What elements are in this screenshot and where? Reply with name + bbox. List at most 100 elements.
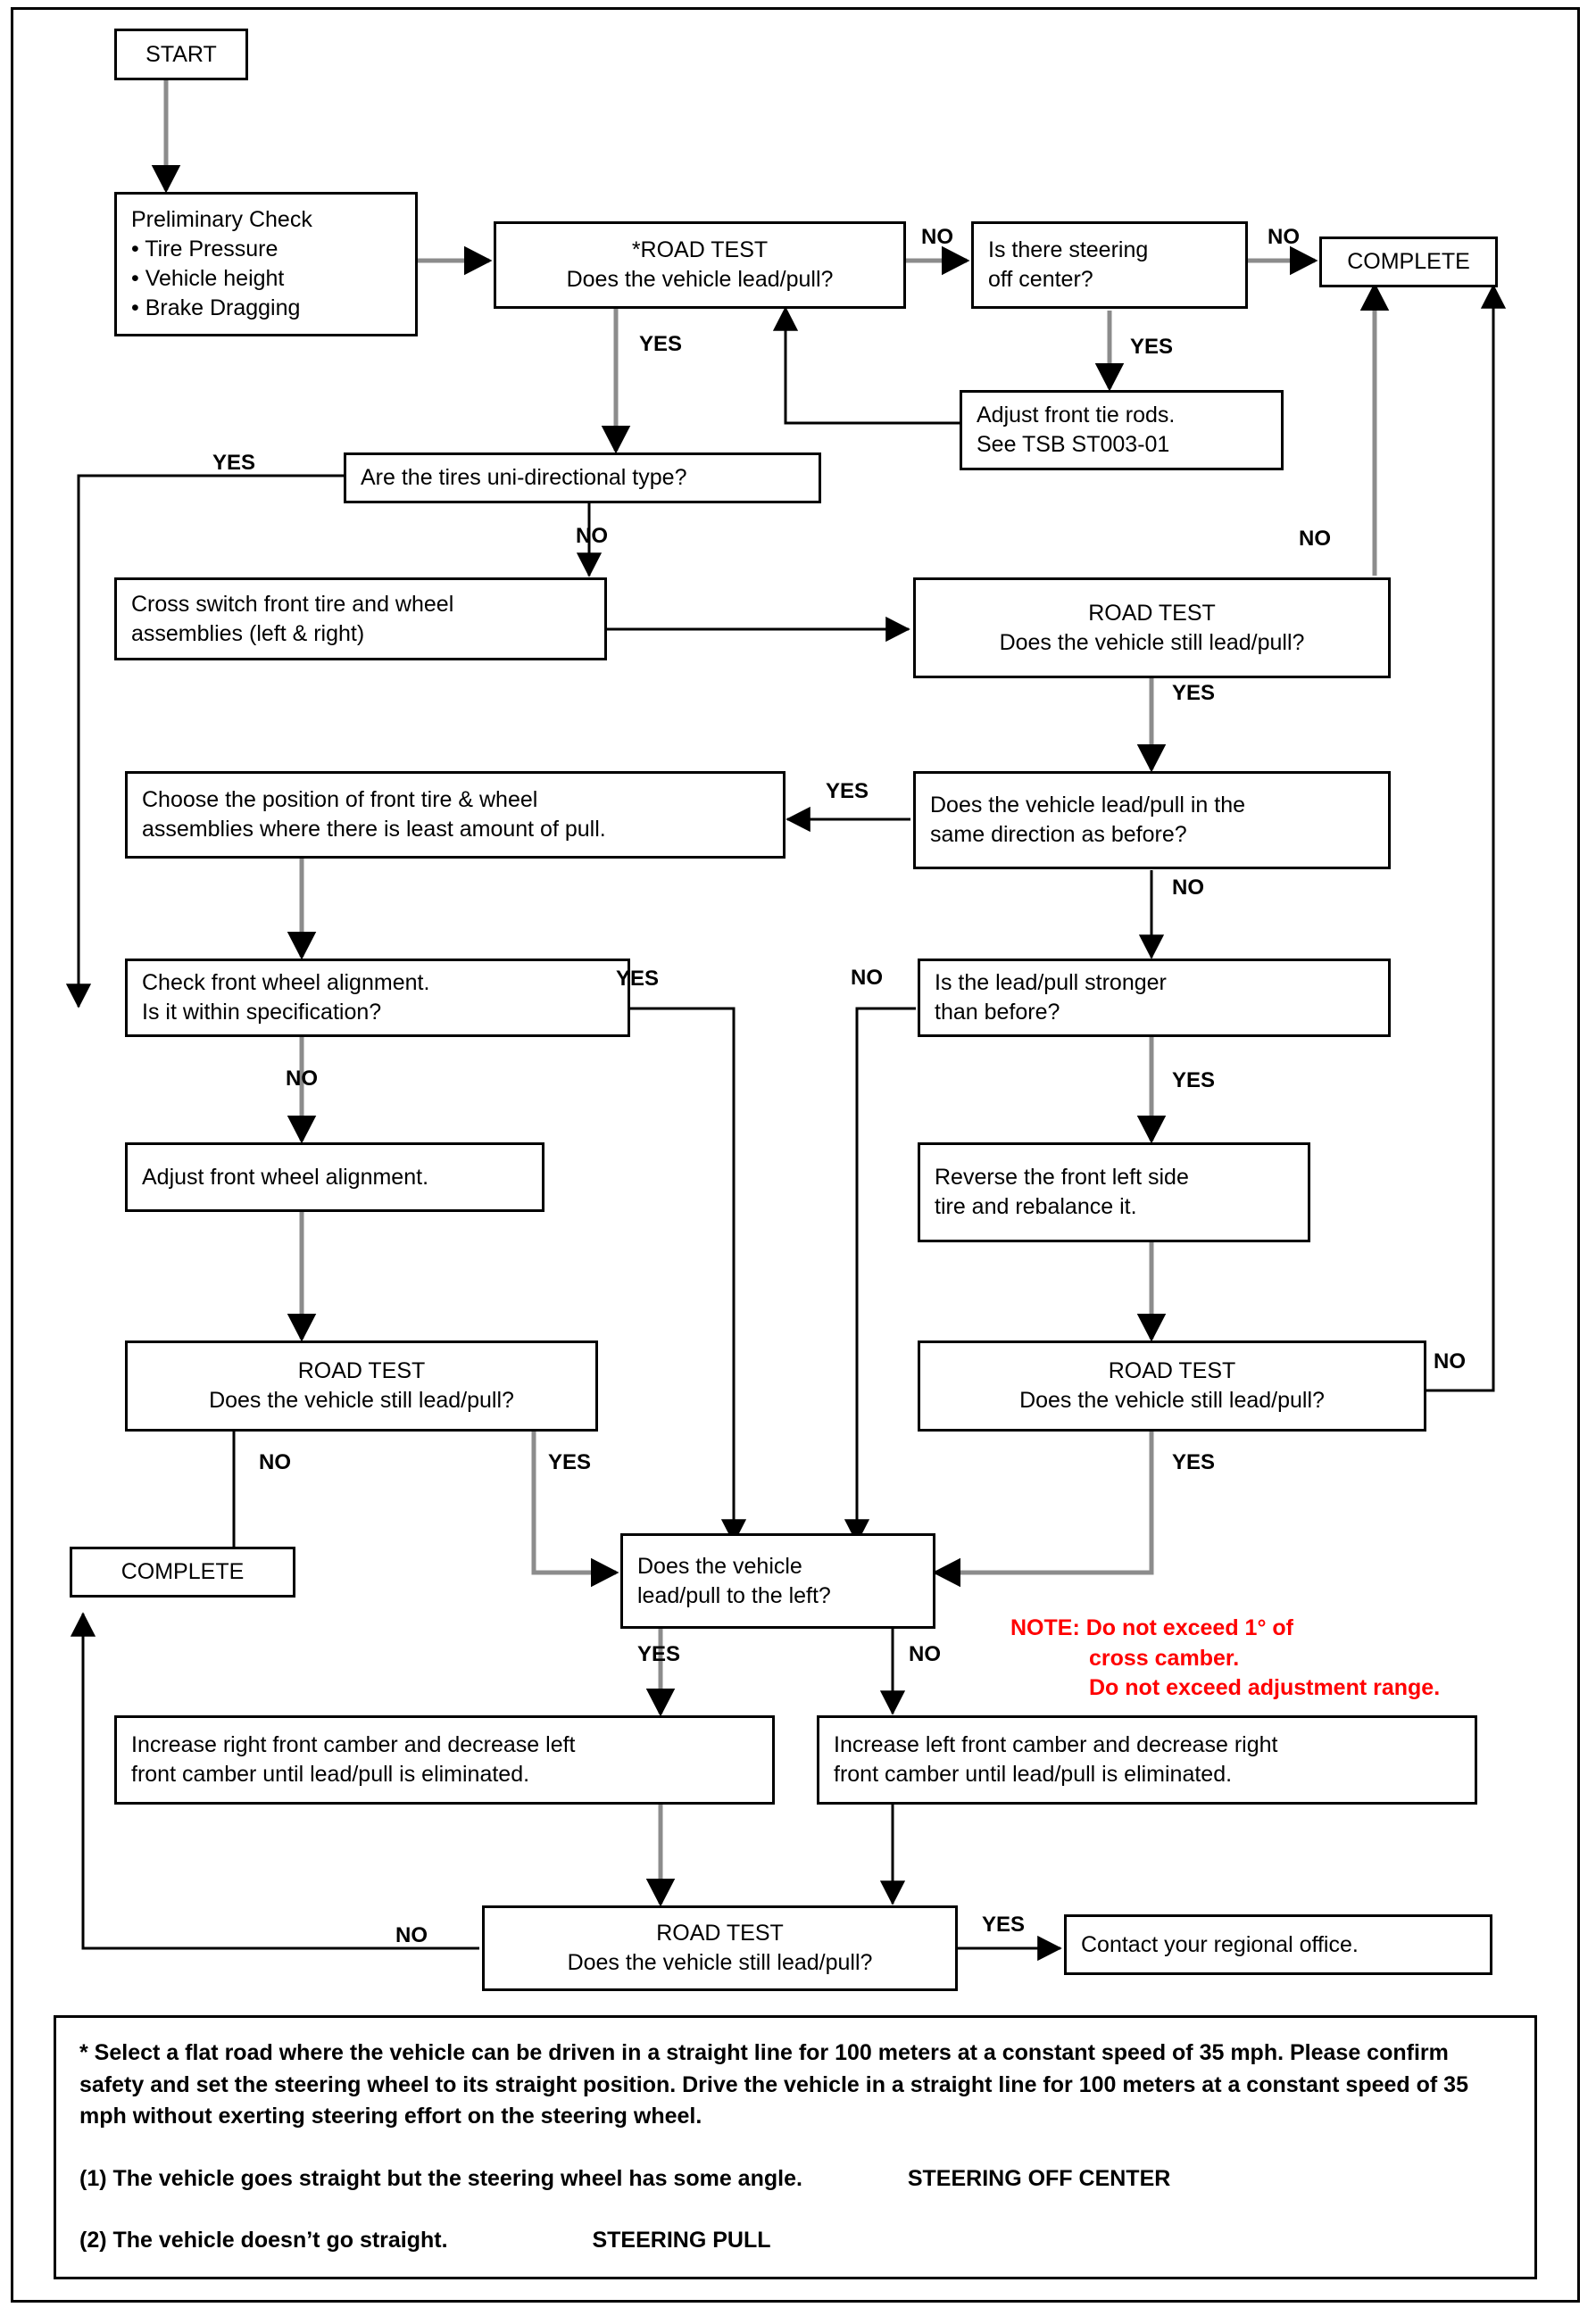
node-road-test-2[interactable]: ROAD TEST Does the vehicle still lead/pu… bbox=[913, 577, 1391, 678]
edge-label-steer-no: NO bbox=[1268, 225, 1300, 249]
note-line2: cross camber. bbox=[1089, 1645, 1240, 1671]
road-test-4-line1: ROAD TEST bbox=[1108, 1358, 1236, 1383]
edge-label-steer-yes: YES bbox=[1130, 335, 1174, 359]
node-stronger-than-before[interactable]: Is the lead/pull stronger than before? bbox=[918, 959, 1391, 1037]
edge-label-samedir-no: NO bbox=[1172, 876, 1204, 900]
road-test-2-line2: Does the vehicle still lead/pull? bbox=[999, 629, 1305, 655]
node-road-test-1[interactable]: *ROAD TEST Does the vehicle lead/pull? bbox=[494, 221, 906, 309]
edge-label-rt4-yes: YES bbox=[1172, 1450, 1216, 1474]
pull-left-line2: lead/pull to the left? bbox=[637, 1582, 831, 1608]
road-test-3-line2: Does the vehicle still lead/pull? bbox=[209, 1388, 514, 1413]
node-road-test-5[interactable]: ROAD TEST Does the vehicle still lead/pu… bbox=[482, 1905, 958, 1991]
edge-label-left-no: NO bbox=[909, 1642, 941, 1666]
footnote-item-1-result: STEERING OFF CENTER bbox=[907, 2165, 1171, 2191]
reverse-tire-line1: Reverse the front left side bbox=[935, 1165, 1189, 1190]
stronger-line1: Is the lead/pull stronger bbox=[935, 970, 1167, 995]
node-reverse-tire[interactable]: Reverse the front left side tire and reb… bbox=[918, 1142, 1310, 1242]
adjust-alignment-label: Adjust front wheel alignment. bbox=[142, 1164, 429, 1190]
footnote-paragraph: * Select a flat road where the vehicle c… bbox=[79, 2040, 1468, 2129]
road-test-4-line2: Does the vehicle still lead/pull? bbox=[1019, 1388, 1325, 1413]
edge-label-align-no: NO bbox=[286, 1067, 318, 1091]
edge-label-rt4-no: NO bbox=[1434, 1349, 1466, 1374]
steering-off-line2: off center? bbox=[988, 267, 1093, 292]
node-camber-increase-left[interactable]: Increase left front camber and decrease … bbox=[817, 1715, 1477, 1805]
node-road-test-4[interactable]: ROAD TEST Does the vehicle still lead/pu… bbox=[918, 1340, 1426, 1432]
node-start[interactable]: START bbox=[114, 29, 248, 80]
edge-label-rt3-no: NO bbox=[259, 1450, 291, 1474]
cross-switch-line2: assemblies (left & right) bbox=[131, 620, 365, 646]
edge-label-rt2-no: NO bbox=[1299, 527, 1331, 551]
node-adjust-alignment[interactable]: Adjust front wheel alignment. bbox=[125, 1142, 544, 1212]
footnote-item-2: (2) The vehicle doesn’t go straight. STE… bbox=[79, 2225, 1511, 2257]
footnote-item-1-text: (1) The vehicle goes straight but the st… bbox=[79, 2165, 802, 2191]
camber-left-line2: front camber until lead/pull is eliminat… bbox=[834, 1762, 1233, 1787]
edge-label-rt5-no: NO bbox=[395, 1923, 428, 1947]
preliminary-item-0: • Tire Pressure bbox=[131, 237, 278, 261]
note-line1: NOTE: Do not exceed 1° of bbox=[1010, 1615, 1293, 1640]
uni-directional-label: Are the tires uni-directional type? bbox=[361, 465, 687, 490]
node-camber-increase-right[interactable]: Increase right front camber and decrease… bbox=[114, 1715, 775, 1805]
edge-label-uni-yes: YES bbox=[212, 451, 256, 475]
road-test-1-line1: *ROAD TEST bbox=[631, 237, 769, 262]
footnote-item-1: (1) The vehicle goes straight but the st… bbox=[79, 2163, 1511, 2195]
regional-office-label: Contact your regional office. bbox=[1081, 1931, 1359, 1957]
choose-position-line2: assemblies where there is least amount o… bbox=[142, 817, 606, 842]
node-steering-off-center[interactable]: Is there steering off center? bbox=[971, 221, 1248, 309]
diagram-border bbox=[11, 7, 1580, 2303]
node-preliminary-check[interactable]: Preliminary Check • Tire Pressure • Vehi… bbox=[114, 192, 418, 336]
preliminary-item-2: • Brake Dragging bbox=[131, 295, 301, 320]
note-block: NOTE: Do not exceed 1° of cross camber. … bbox=[1010, 1614, 1440, 1704]
node-regional-office[interactable]: Contact your regional office. bbox=[1064, 1914, 1492, 1975]
node-complete-bottom[interactable]: COMPLETE bbox=[70, 1547, 295, 1598]
steering-off-line1: Is there steering bbox=[988, 237, 1149, 262]
node-pull-to-left[interactable]: Does the vehicle lead/pull to the left? bbox=[620, 1533, 935, 1629]
edge-label-left-yes: YES bbox=[637, 1642, 681, 1666]
preliminary-item-1: • Vehicle height bbox=[131, 266, 285, 291]
footnote-box: * Select a flat road where the vehicle c… bbox=[54, 2015, 1537, 2279]
edge-label-stronger-no: NO bbox=[851, 966, 883, 990]
preliminary-title: Preliminary Check bbox=[131, 207, 312, 232]
road-test-2-line1: ROAD TEST bbox=[1088, 600, 1216, 626]
road-test-5-line2: Does the vehicle still lead/pull? bbox=[567, 1950, 873, 1975]
check-alignment-line1: Check front wheel alignment. bbox=[142, 970, 430, 995]
edge-label-rt1-yes: YES bbox=[639, 332, 683, 356]
edge-label-align-yes: YES bbox=[616, 967, 660, 991]
node-road-test-3[interactable]: ROAD TEST Does the vehicle still lead/pu… bbox=[125, 1340, 598, 1432]
node-complete-top[interactable]: COMPLETE bbox=[1319, 237, 1498, 287]
road-test-5-line1: ROAD TEST bbox=[656, 1921, 784, 1946]
camber-left-line1: Increase left front camber and decrease … bbox=[834, 1732, 1278, 1757]
road-test-3-line1: ROAD TEST bbox=[297, 1358, 426, 1383]
tie-rods-line1: Adjust front tie rods. bbox=[977, 403, 1176, 427]
pull-left-line1: Does the vehicle bbox=[637, 1553, 802, 1579]
choose-position-line1: Choose the position of front tire & whee… bbox=[142, 787, 538, 812]
node-cross-switch[interactable]: Cross switch front tire and wheel assemb… bbox=[114, 577, 607, 660]
footnote-item-2-result: STEERING PULL bbox=[592, 2228, 771, 2253]
note-line3: Do not exceed adjustment range. bbox=[1089, 1675, 1441, 1700]
check-alignment-line2: Is it within specification? bbox=[142, 1000, 382, 1025]
edge-label-rt2-yes: YES bbox=[1172, 681, 1216, 705]
node-uni-directional[interactable]: Are the tires uni-directional type? bbox=[344, 452, 821, 503]
tie-rods-line2: See TSB ST003-01 bbox=[977, 432, 1170, 457]
node-choose-position[interactable]: Choose the position of front tire & whee… bbox=[125, 771, 786, 859]
edge-label-stronger-yes: YES bbox=[1172, 1068, 1216, 1092]
cross-switch-line1: Cross switch front tire and wheel bbox=[131, 591, 454, 617]
edge-label-rt1-no: NO bbox=[921, 225, 953, 249]
road-test-1-line2: Does the vehicle lead/pull? bbox=[566, 267, 834, 292]
edge-label-samedir-yes: YES bbox=[826, 779, 869, 803]
footnote-item-2-text: (2) The vehicle doesn’t go straight. bbox=[79, 2228, 448, 2253]
node-same-direction[interactable]: Does the vehicle lead/pull in the same d… bbox=[913, 771, 1391, 869]
camber-right-line1: Increase right front camber and decrease… bbox=[131, 1732, 576, 1757]
camber-right-line2: front camber until lead/pull is eliminat… bbox=[131, 1762, 530, 1787]
reverse-tire-line2: tire and rebalance it. bbox=[935, 1194, 1137, 1219]
node-adjust-tie-rods[interactable]: Adjust front tie rods. See TSB ST003-01 bbox=[960, 390, 1284, 470]
same-direction-line2: same direction as before? bbox=[930, 822, 1187, 847]
complete-bottom-label: COMPLETE bbox=[121, 1559, 245, 1584]
edge-label-rt3-yes: YES bbox=[548, 1450, 592, 1474]
complete-top-label: COMPLETE bbox=[1347, 249, 1470, 274]
node-start-label: START bbox=[145, 41, 217, 67]
edge-label-uni-no: NO bbox=[576, 524, 608, 548]
same-direction-line1: Does the vehicle lead/pull in the bbox=[930, 793, 1246, 818]
edge-label-rt5-yes: YES bbox=[982, 1913, 1026, 1937]
node-check-alignment[interactable]: Check front wheel alignment. Is it withi… bbox=[125, 959, 630, 1037]
